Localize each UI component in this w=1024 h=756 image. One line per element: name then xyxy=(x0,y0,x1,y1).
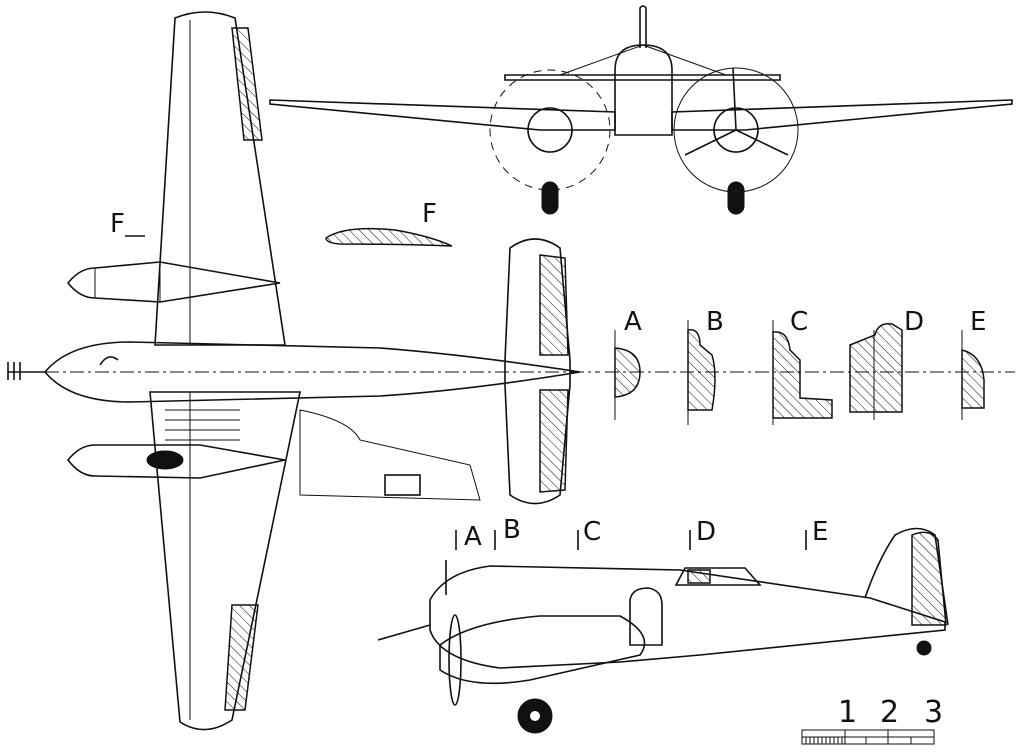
section-axes xyxy=(614,320,963,425)
section-b xyxy=(687,329,716,411)
lower-nacelle xyxy=(66,444,286,479)
station-a: A xyxy=(464,522,482,552)
side-fin xyxy=(864,527,949,626)
section-c xyxy=(772,331,833,419)
station-c: C xyxy=(583,517,601,547)
front-wing-right xyxy=(671,99,1013,131)
front-fuselage xyxy=(614,44,673,136)
tail-wheel xyxy=(916,640,932,656)
nose-probe xyxy=(7,362,45,380)
station-e: E xyxy=(812,517,828,547)
prop-disc-left xyxy=(489,69,611,191)
scale-label-1: 1 xyxy=(838,695,857,730)
aileron-upper xyxy=(231,27,263,141)
section-label-e: E xyxy=(970,307,986,337)
side-probes xyxy=(377,560,447,641)
wheel-hub xyxy=(530,711,540,721)
section-label-d: D xyxy=(904,307,924,337)
aileron-lower xyxy=(224,604,259,711)
elevator-lower xyxy=(539,389,569,493)
section-label-c: C xyxy=(790,307,808,337)
nacelle-hatch xyxy=(146,450,184,470)
side-view: A B C D E xyxy=(377,515,949,734)
scale-bar: 1 2 3 xyxy=(801,695,943,745)
side-canopy xyxy=(674,567,762,586)
bracing-wires xyxy=(559,44,727,76)
side-fuselage xyxy=(429,565,946,669)
section-e xyxy=(961,349,985,409)
station-marks xyxy=(455,530,807,550)
plan-nose-emblem xyxy=(99,356,119,366)
plan-canopy xyxy=(384,474,421,496)
right-engine xyxy=(713,107,759,153)
left-wheel xyxy=(541,181,559,215)
airfoil-label: F xyxy=(422,199,437,229)
front-tailplane xyxy=(504,74,781,81)
rudder xyxy=(911,531,947,626)
plan-section-label: F xyxy=(110,209,125,239)
section-label-a: A xyxy=(624,307,642,337)
front-wing-left xyxy=(269,99,616,131)
elevator-upper xyxy=(539,254,569,356)
upper-nacelle xyxy=(66,261,281,303)
right-wheel xyxy=(727,181,745,215)
canopy-glazing xyxy=(687,569,711,584)
plan-tailplane xyxy=(504,238,571,505)
flap-lines xyxy=(165,409,240,441)
section-label-b: B xyxy=(706,307,724,337)
left-engine xyxy=(527,107,573,153)
scale-label-3: 3 xyxy=(924,695,943,730)
plan-wing-lower xyxy=(149,391,301,731)
side-engine-nacelle xyxy=(439,615,646,685)
airfoil-section xyxy=(325,227,453,247)
front-view xyxy=(269,5,1013,215)
side-hatch xyxy=(629,587,663,646)
section-d xyxy=(849,322,903,413)
underside-cutaway xyxy=(299,409,481,501)
station-d: D xyxy=(696,517,716,547)
propeller-blades xyxy=(684,67,789,156)
cross-sections: A B C D E xyxy=(605,307,1015,425)
plan-wing-upper xyxy=(154,11,286,346)
scale-label-2: 2 xyxy=(880,695,899,730)
side-propeller xyxy=(448,614,462,706)
plan-view: F xyxy=(7,11,600,731)
nacelle-line xyxy=(94,262,161,302)
station-b: B xyxy=(503,515,521,545)
front-fin xyxy=(639,5,647,48)
